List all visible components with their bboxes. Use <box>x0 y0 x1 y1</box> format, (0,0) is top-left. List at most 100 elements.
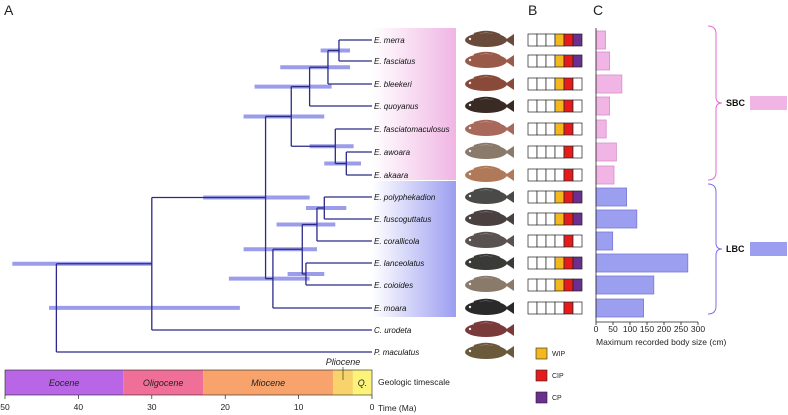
fish-photo <box>465 165 514 182</box>
fish-photo <box>465 320 514 337</box>
bar-x-tick-label: 100 <box>623 324 637 334</box>
trait-cell <box>563 212 574 226</box>
taxon-label: E. coioides <box>374 281 413 290</box>
fish-eye <box>468 238 472 242</box>
trait-cell <box>536 33 547 47</box>
fish-tail <box>505 55 514 67</box>
period-miocene <box>203 370 334 395</box>
period-label-q: Q. <box>358 378 368 388</box>
bar-e--merra <box>595 30 606 50</box>
trait-cell <box>536 168 547 182</box>
trait-cell <box>572 234 583 248</box>
timescale-title: Geologic timescale <box>378 377 450 387</box>
trait-cell <box>536 190 547 204</box>
bar-x-tick-label: 250 <box>674 324 688 334</box>
trait-cell <box>563 278 574 292</box>
trait-cell <box>563 301 574 315</box>
trait-cell <box>527 54 538 68</box>
trait-cell <box>536 54 547 68</box>
fish-tail <box>505 279 514 291</box>
confidence-intervals <box>12 48 361 310</box>
fish-fin <box>473 253 501 259</box>
taxon-label: E. lanceolatus <box>374 259 424 268</box>
clade-swatch-sbc <box>750 96 787 110</box>
period-q <box>352 370 372 395</box>
trait-cell <box>536 256 547 270</box>
trait-cell <box>572 256 583 270</box>
bar-e--fasciatomaculosus <box>595 119 607 139</box>
panel-label-b: B <box>528 2 537 18</box>
trait-cell <box>545 278 556 292</box>
trait-cell <box>527 278 538 292</box>
trait-cell <box>572 77 583 91</box>
fish-tail <box>505 34 514 46</box>
fish-photo <box>465 142 514 159</box>
trait-cell <box>527 212 538 226</box>
fish-eye <box>468 81 472 85</box>
fish-fin <box>473 165 501 171</box>
timescale-frame <box>4 369 373 396</box>
taxon-label: C. urodeta <box>374 326 412 335</box>
trait-cell <box>536 301 547 315</box>
trait-cell <box>572 122 583 136</box>
taxon-label: E. bleekeri <box>374 80 412 89</box>
trait-cell <box>554 54 565 68</box>
fish-body <box>465 345 507 359</box>
fish-tail <box>505 213 514 225</box>
trait-cell <box>572 99 583 113</box>
time-tick-label: 30 <box>147 402 157 412</box>
fish-eye <box>468 58 472 62</box>
fish-fin <box>473 275 501 281</box>
bar-x-tick-label: 0 <box>594 324 599 334</box>
bar-e--corallicola <box>595 231 614 251</box>
fish-eye <box>468 282 472 286</box>
trait-cell <box>527 77 538 91</box>
trait-cell <box>536 145 547 159</box>
trait-cell <box>554 212 565 226</box>
trait-cell <box>527 256 538 270</box>
fish-fin <box>473 298 501 304</box>
fish-body <box>465 168 507 182</box>
trait-cell <box>545 256 556 270</box>
trait-cell <box>572 33 583 47</box>
fish-eye <box>468 327 472 331</box>
trait-cell <box>563 234 574 248</box>
fish-fin <box>473 187 501 193</box>
fish-fin <box>473 142 501 148</box>
trait-cell <box>536 122 547 136</box>
fish-eye <box>468 305 472 309</box>
trait-cell <box>536 278 547 292</box>
trait-cell <box>545 212 556 226</box>
time-axis-title: Time (Ma) <box>378 403 417 413</box>
fish-body <box>465 256 507 270</box>
fish-tail <box>505 100 514 112</box>
fish-body <box>465 212 507 226</box>
fish-photo <box>465 96 514 113</box>
fish-tail <box>505 146 514 158</box>
trait-cell <box>545 301 556 315</box>
trait-matrix <box>527 33 583 315</box>
bar-x-tick-label: 300 <box>691 324 705 334</box>
fish-tail <box>505 257 514 269</box>
period-pliocene <box>333 370 353 395</box>
trait-cell <box>563 33 574 47</box>
trait-cell <box>572 301 583 315</box>
fish-tail <box>505 123 514 135</box>
clade-label-lbc: LBC <box>726 244 745 254</box>
period-oligocene <box>123 370 204 395</box>
trait-cell <box>563 190 574 204</box>
fish-photo <box>465 51 514 68</box>
trait-cell <box>563 54 574 68</box>
trait-cell <box>563 77 574 91</box>
taxon-label: E. fasciatomaculosus <box>374 125 450 134</box>
fish-body <box>465 234 507 248</box>
fish-body <box>465 122 507 136</box>
period-eocene <box>5 370 124 395</box>
trait-cell <box>527 33 538 47</box>
fish-fin <box>473 209 501 215</box>
